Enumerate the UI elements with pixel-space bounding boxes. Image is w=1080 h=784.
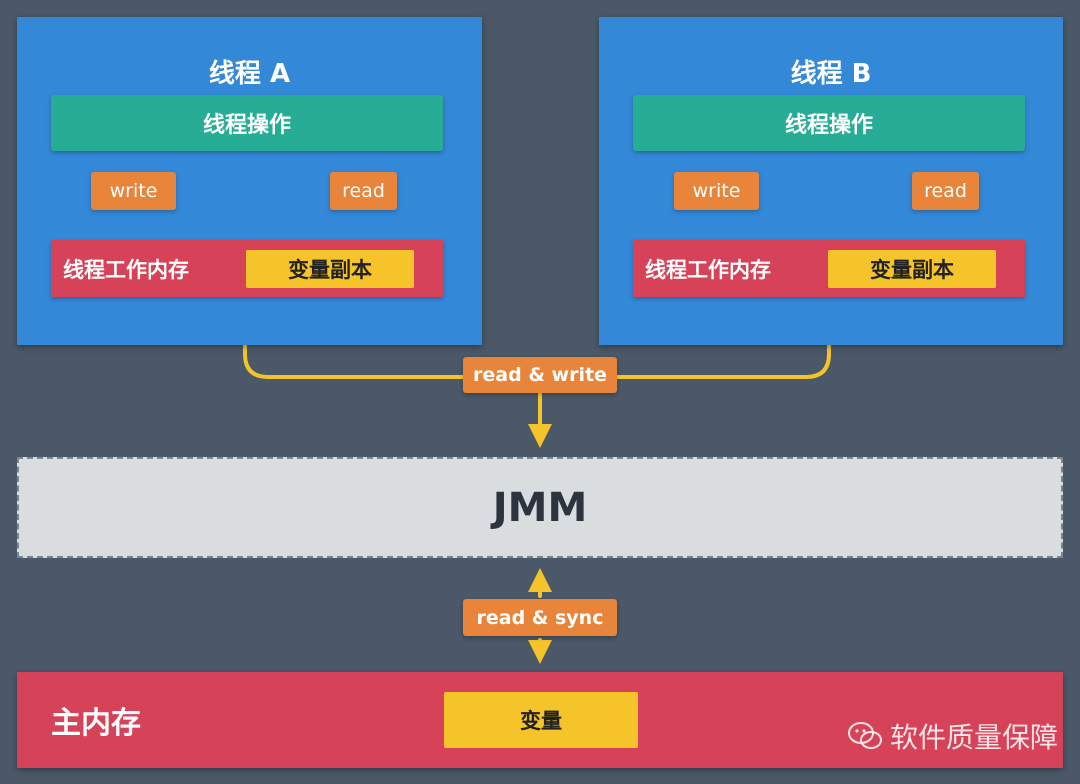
jmm-label: JMM	[492, 484, 588, 531]
watermark: 软件质量保障	[848, 716, 1058, 756]
read-sync-tag: read & sync	[463, 599, 617, 636]
thread-a-write-tag: write	[91, 172, 176, 210]
main-memory-label: 主内存	[51, 706, 141, 741]
thread-b-variable-copy: 变量副本	[828, 250, 996, 288]
thread-b-operation: 线程操作	[633, 95, 1025, 151]
thread-a-connector	[233, 304, 542, 379]
thread-b-write-tag: write	[674, 172, 759, 210]
thread-b-working-memory-label: 线程工作内存	[645, 257, 771, 282]
watermark-text: 软件质量保障	[890, 721, 1059, 754]
jmm-layer: JMM	[17, 457, 1063, 558]
thread-b-title: 线程 B	[790, 59, 872, 89]
main-memory-variable: 变量	[444, 692, 638, 748]
read-write-tag: read & write	[463, 357, 617, 393]
wechat-icon	[848, 722, 882, 749]
thread-b-connector	[538, 304, 841, 379]
thread-a-read-tag: read	[330, 172, 397, 210]
thread-a-working-memory-label: 线程工作内存	[63, 257, 189, 282]
thread-a-operation: 线程操作	[51, 95, 443, 151]
thread-a-title: 线程 A	[208, 59, 291, 89]
thread-b-read-tag: read	[912, 172, 979, 210]
thread-a-variable-copy: 变量副本	[246, 250, 414, 288]
